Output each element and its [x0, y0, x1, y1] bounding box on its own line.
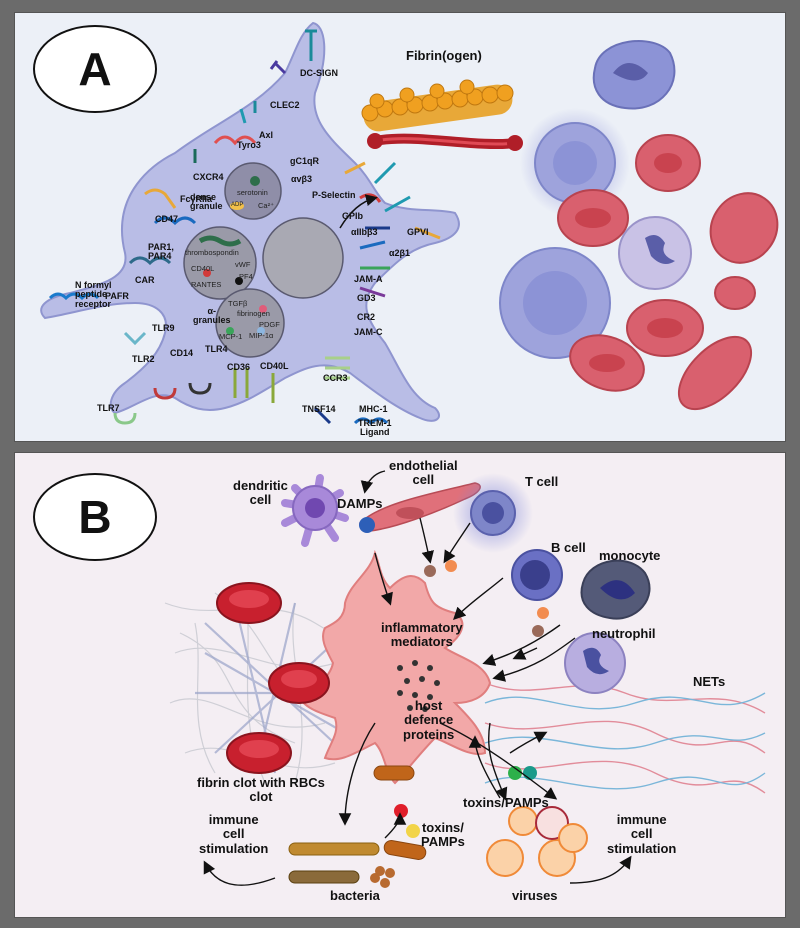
- damps-label: DAMPs: [337, 496, 383, 511]
- receptor-tlr9: TLR9: [152, 323, 175, 333]
- viruses: [486, 806, 588, 877]
- receptor-dcsign: DC-SIGN: [300, 68, 338, 78]
- panel-a-letter-badge: A: [33, 25, 157, 113]
- receptor-fcgr: FcγRIIa: [180, 194, 213, 204]
- clot-rbcs: [216, 582, 330, 774]
- receptor-tlr7: TLR7: [97, 403, 120, 413]
- thrombospondin-label: thrombospondin: [185, 248, 239, 257]
- receptor-avb3: αvβ3: [291, 174, 313, 184]
- panel-b-letter: B: [78, 491, 112, 543]
- fibrin-clot-label: fibrin clot with RBCs clot: [197, 775, 325, 805]
- receptor-gd3: GD3: [357, 293, 376, 303]
- immune-stimulation-left-label: immune cell stimulation: [199, 812, 269, 856]
- receptor-par: PAR1, PAR4: [148, 242, 174, 262]
- panel-a: A Fibrin(ogen) DC-SIGN CLEC2 Axl Tyro3 g…: [14, 12, 786, 442]
- receptor-trem: TREM-1 Ligand: [358, 418, 392, 438]
- receptor-gpib: GPIb: [342, 211, 364, 221]
- receptor-clec2: CLEC2: [270, 100, 300, 110]
- adp-label: ADP: [231, 202, 244, 208]
- tgfb-label: TGFβ: [228, 299, 248, 308]
- fibrin-strand: [367, 133, 523, 151]
- inflammatory-mediators-label: inflammatory mediators: [381, 620, 463, 650]
- host-defence-proteins-label: host defence proteins: [403, 698, 455, 742]
- panel-b: B dendritic cell DAMPs endothelial cell …: [14, 452, 786, 918]
- dendritic-cell: [281, 474, 349, 547]
- monocyte-label: monocyte: [599, 548, 661, 563]
- serotonin-label: serotonin: [237, 188, 268, 197]
- immune-stimulation-right-label: immune cell stimulation: [607, 812, 677, 856]
- panel-a-letter: A: [78, 43, 112, 95]
- receptor-cd40l: CD40L: [260, 361, 289, 371]
- receptor-nformyl: N formyl peptide receptor: [75, 280, 112, 309]
- fibrinogen-label: Fibrin(ogen): [406, 48, 482, 63]
- receptor-jamc: JAM-C: [354, 327, 383, 337]
- receptor-tlr4: TLR4: [205, 344, 228, 354]
- pf4-label: PF4: [239, 272, 253, 281]
- receptor-cxcr4: CXCR4: [193, 172, 224, 182]
- t-cell-label: T cell: [525, 474, 559, 489]
- panel-b-illustration: [164, 470, 766, 888]
- receptor-gc1qr: gC1qR: [290, 156, 319, 166]
- red-blood-cell-6: [677, 335, 753, 411]
- red-blood-cell-7: [714, 276, 756, 310]
- receptor-axl: Axl: [259, 130, 274, 140]
- panel-a-illustration: [40, 21, 779, 426]
- bacteria-label: bacteria: [330, 888, 380, 903]
- receptor-mhc1: MHC-1: [359, 404, 388, 414]
- fibrinogen-strand: [361, 79, 514, 132]
- receptor-granule: [262, 217, 344, 299]
- red-blood-cell-3: [709, 192, 779, 264]
- bacteria: [288, 765, 427, 888]
- receptor-pselectin: P-Selectin: [312, 190, 356, 200]
- neutrophil-label: neutrophil: [592, 626, 656, 641]
- mcp1-label: MCP-1: [219, 332, 243, 341]
- receptor-pafr: PAFR: [105, 291, 129, 301]
- toxins-pamps-left-label: toxins/ PAMPs: [421, 820, 465, 850]
- vwf-label: vWF: [235, 260, 251, 269]
- host-defence-granules: [397, 660, 440, 712]
- receptor-jama: JAM-A: [354, 274, 383, 284]
- activated-platelet: [298, 549, 492, 785]
- rantes-label: RANTES: [191, 280, 222, 289]
- calcium-label: Ca²⁺: [258, 201, 275, 210]
- alpha-granules-label: α- granules: [193, 306, 231, 326]
- toxins-pamps-right-label: toxins/PAMPs: [463, 795, 549, 810]
- receptor-cd36: CD36: [227, 362, 251, 372]
- receptor-tnsf14: TNSF14: [302, 404, 336, 414]
- receptor-tlr2: TLR2: [132, 354, 155, 364]
- damps-dot: [359, 517, 375, 533]
- receptor-aiib: αIIbβ3: [351, 227, 378, 237]
- receptor-a2b1: α2β1: [389, 248, 411, 258]
- mip-label: MIP-1α: [249, 331, 274, 340]
- viruses-label: viruses: [512, 888, 558, 903]
- receptor-gpvi: GPVI: [407, 227, 429, 237]
- endothelial-cell-label: endothelial cell: [389, 458, 458, 488]
- b-cell-label: B cell: [551, 540, 586, 555]
- nets-label: NETs: [693, 674, 726, 689]
- pdgf-label: PDGF: [259, 320, 280, 329]
- platelet-body: [40, 21, 460, 422]
- fibrinogen-granule-label: fibrinogen: [237, 309, 270, 318]
- receptor-cd14: CD14: [170, 348, 194, 358]
- alpha-granule-2: [215, 288, 285, 358]
- receptor-tyro3: Tyro3: [237, 140, 261, 150]
- receptor-cd47: CD47: [155, 214, 179, 224]
- receptor-cr2: CR2: [357, 312, 376, 322]
- dendritic-cell-label: dendritic cell: [233, 478, 288, 508]
- receptor-car: CAR: [135, 275, 155, 285]
- panel-b-letter-badge: B: [33, 473, 157, 561]
- dense-granule-label: dense granule: [190, 192, 223, 212]
- receptor-ccr3: CCR3: [323, 373, 348, 383]
- cd40l-granule-label: CD40L: [191, 264, 215, 273]
